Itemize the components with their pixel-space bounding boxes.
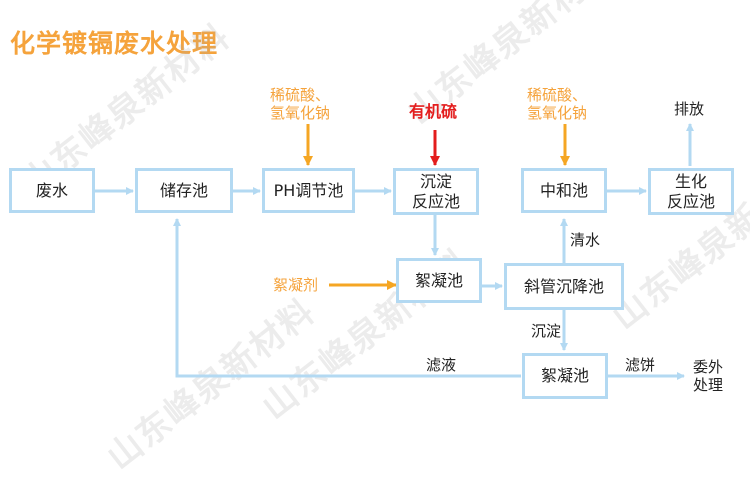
box-ph-adjust-tank: PH调节池 [262, 168, 355, 213]
box-inclined-settler: 斜管沉降池 [504, 263, 624, 310]
label-flocculant: 絮凝剂 [273, 276, 319, 294]
box-bio-reactor-line2: 反应池 [666, 191, 715, 211]
arrow-filtrate-return [173, 218, 521, 378]
box-wastewater: 废水 [9, 168, 95, 213]
box-flocculation-tank-2-label: 絮凝池 [540, 366, 589, 385]
box-precipitation-reactor: 沉淀 反应池 [393, 168, 479, 215]
flow-arrows [95, 123, 694, 380]
box-bio-reactor: 生化 反应池 [648, 168, 734, 215]
box-flocculation-tank-2: 絮凝池 [522, 353, 608, 399]
label-filtrate: 滤液 [426, 356, 457, 374]
page-title: 化学镀镉废水处理 [10, 29, 219, 58]
box-flocculation-tank-label: 絮凝池 [414, 270, 463, 290]
label-discharge: 排放 [674, 100, 705, 118]
label-dilute-acid-naoh-2: 稀硫酸、 氢氧化钠 [527, 86, 588, 122]
label-organic-sulfur: 有机硫 [409, 102, 458, 121]
box-precipitation-reactor-line2: 反应池 [411, 191, 460, 211]
label-filter-cake: 滤饼 [625, 356, 656, 374]
box-neutralization-tank: 中和池 [521, 168, 607, 213]
box-precipitation-reactor-line1: 沉淀 [419, 171, 452, 191]
label-sediment: 沉淀 [531, 322, 562, 340]
label-clear-water: 清水 [570, 231, 601, 249]
box-neutralization-tank-label: 中和池 [539, 180, 588, 200]
box-ph-adjust-tank-label: PH调节池 [273, 180, 344, 200]
label-outsourced-treatment: 委外 处理 [693, 358, 724, 394]
box-storage-tank: 储存池 [135, 168, 233, 213]
label-dilute-acid-naoh-1: 稀硫酸、 氢氧化钠 [270, 86, 331, 122]
box-wastewater-label: 废水 [35, 180, 68, 200]
box-flocculation-tank: 絮凝池 [396, 258, 482, 303]
box-bio-reactor-line1: 生化 [674, 171, 707, 191]
box-storage-tank-label: 储存池 [159, 180, 208, 200]
box-inclined-settler-label: 斜管沉降池 [523, 276, 604, 296]
